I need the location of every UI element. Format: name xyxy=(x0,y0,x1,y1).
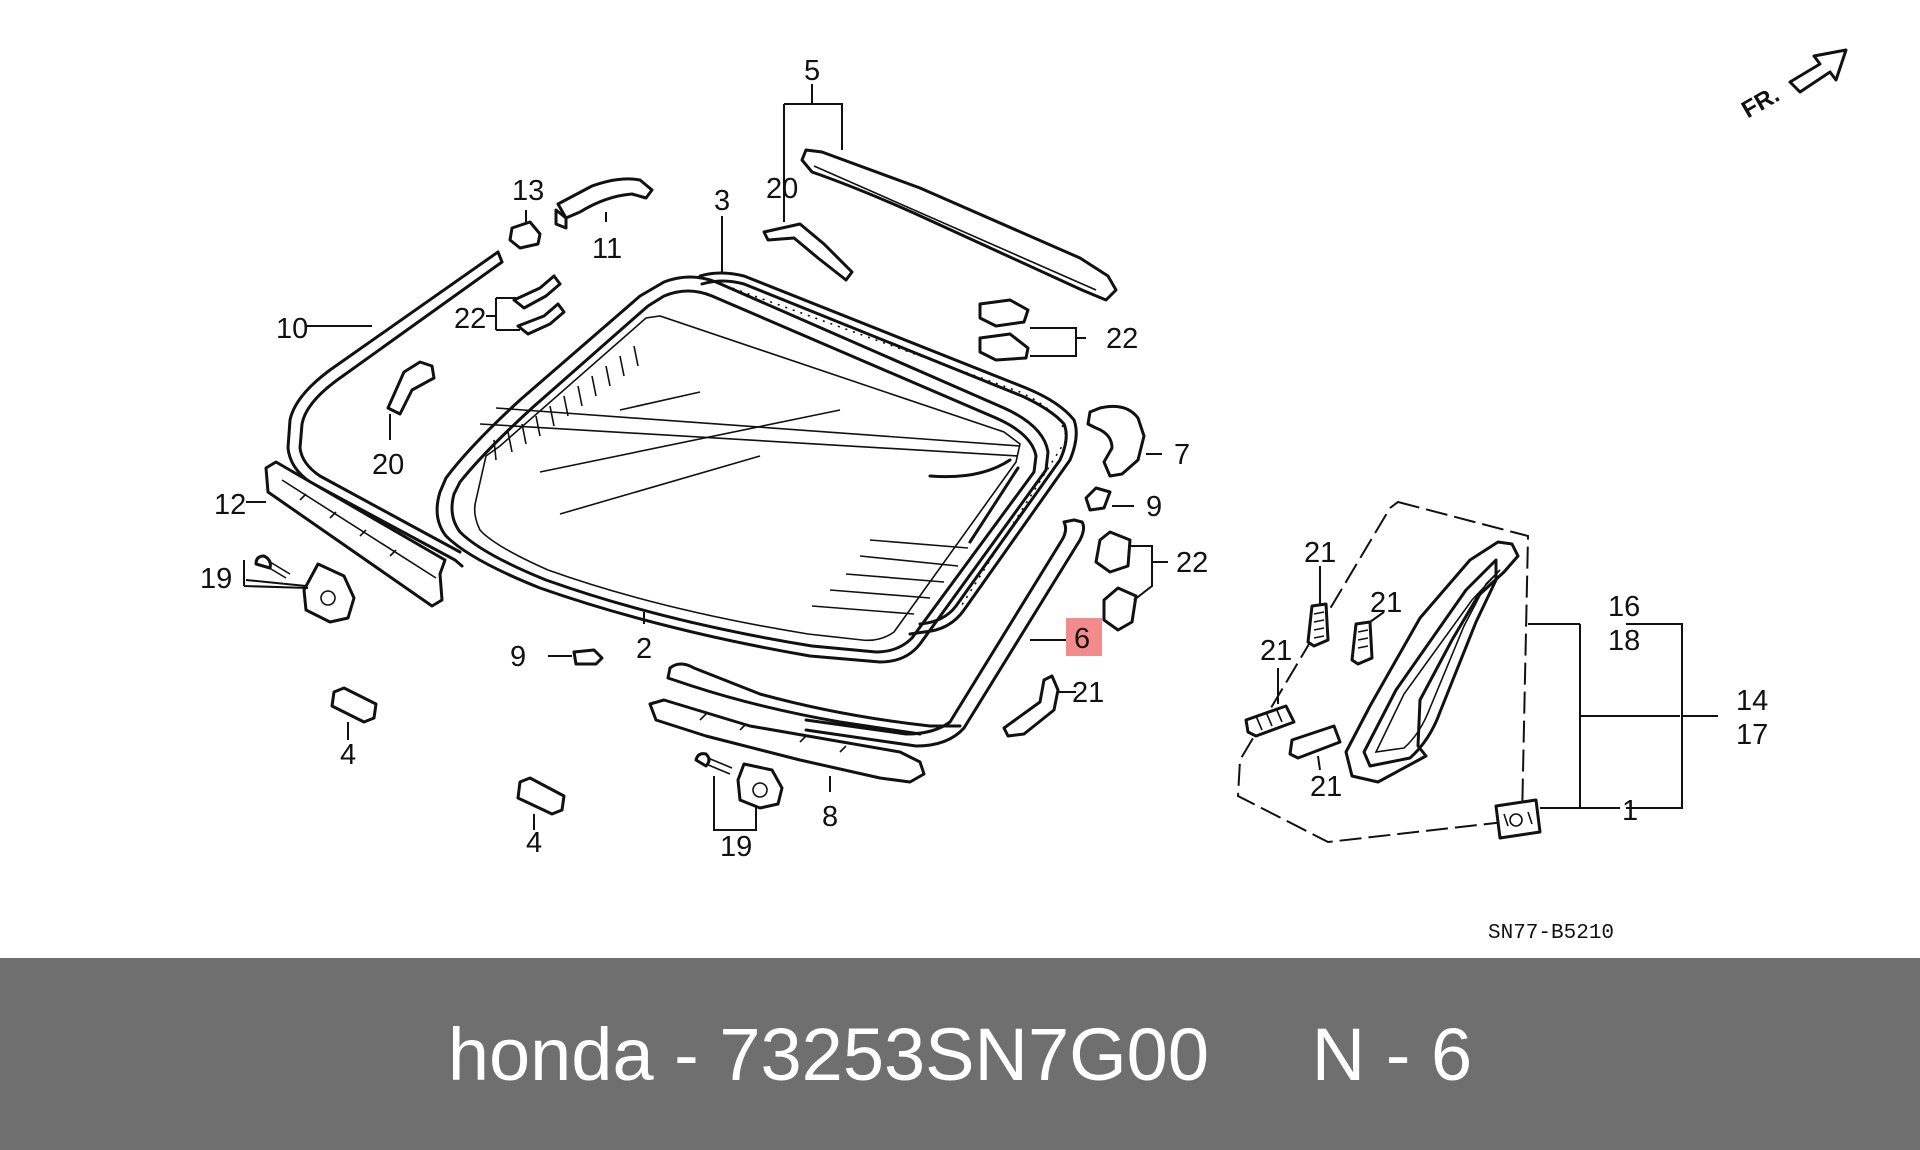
part-16-18-quarter-glass xyxy=(1344,540,1520,784)
callout-22-right: 22 xyxy=(1176,547,1208,579)
callout-11: 10 xyxy=(276,313,308,345)
part-19-right-fasteners xyxy=(694,752,784,810)
callout-17: 17 xyxy=(1736,719,1768,751)
callout-9: 9 xyxy=(1146,491,1162,523)
part-9-clip xyxy=(1084,486,1112,512)
callout-3: 3 xyxy=(714,185,730,217)
part-12-corner-cover xyxy=(554,177,654,230)
part-footer-banner: honda - 73253SN7G00 N - 6 xyxy=(0,958,1920,1150)
part-8-weatherstrip xyxy=(648,698,926,784)
callout-20-left: 20 xyxy=(372,449,404,481)
part-13-weatherstrip xyxy=(264,460,447,608)
callout-15: 14 xyxy=(1736,685,1768,717)
callout-22-upper-right: 22 xyxy=(1106,323,1138,355)
part-5-upper-moulding xyxy=(800,148,1118,302)
part-19-left-fasteners xyxy=(254,554,356,624)
footer-gap xyxy=(1209,1012,1312,1097)
callout-12: 11 xyxy=(592,233,622,265)
callout-19-right: 19 xyxy=(720,831,752,863)
direction-label: FR. xyxy=(1737,81,1784,124)
callout-13: 12 xyxy=(214,489,246,521)
diagram-code: SN77-B5210 xyxy=(1488,922,1614,945)
part-1-label-sticker xyxy=(1494,798,1542,840)
callout-22-upper-left: 22 xyxy=(454,303,486,335)
part-2-rear-windshield xyxy=(435,275,1050,664)
callout-16: 16 xyxy=(1608,591,1640,623)
part-10-clip xyxy=(572,648,604,666)
callout-7: 7 xyxy=(1174,439,1190,471)
callout-21-d: 21 xyxy=(1310,771,1342,803)
callout-labels: 5 20 3 13 11 10 22 20 12 19 4 9 2 4 19 8… xyxy=(200,55,1768,945)
callout-4-left: 4 xyxy=(340,739,356,771)
part-22-upper-left-clips xyxy=(512,274,566,336)
callout-10: 9 xyxy=(510,641,526,673)
quarter-window-frame xyxy=(1236,500,1530,844)
callout-6: 6 xyxy=(1074,623,1090,655)
callout-18: 18 xyxy=(1608,625,1640,657)
brand-name: honda xyxy=(447,1012,654,1096)
part-7-corner-cover xyxy=(1086,404,1146,478)
part-22-upper-right-clips xyxy=(978,298,1030,362)
callout-21-a: 21 xyxy=(1304,537,1336,569)
brand-separator: - xyxy=(653,1012,720,1096)
callout-2: 2 xyxy=(636,633,652,665)
part-4-spacers xyxy=(330,686,566,816)
part-8-lower-moulding xyxy=(666,662,962,736)
part-20-right-bracket xyxy=(1002,674,1060,738)
part-22-right-clips xyxy=(1094,530,1138,632)
callout-20-right: 21 xyxy=(1072,677,1104,709)
part-21-spacers xyxy=(1244,602,1374,760)
part-20-top-bracket xyxy=(762,222,854,282)
position-text: N - 6 xyxy=(1311,1012,1473,1096)
callout-1: 1 xyxy=(1622,795,1638,827)
callout-4-right: 4 xyxy=(526,827,542,859)
parts-diagram: FR. xyxy=(200,48,1848,945)
callout-21-b: 21 xyxy=(1370,587,1402,619)
part-number: 73253SN7G00 xyxy=(719,1012,1209,1096)
callout-14: 13 xyxy=(512,175,544,207)
leader-lines xyxy=(243,84,1718,831)
front-direction-indicator: FR. xyxy=(1737,48,1848,124)
part-14-clip xyxy=(508,220,542,250)
callout-21-c: 21 xyxy=(1260,635,1292,667)
callout-8: 8 xyxy=(822,801,838,833)
callout-20-top: 20 xyxy=(766,173,798,205)
callout-6-highlight xyxy=(1066,618,1102,656)
part-20-left-bracket xyxy=(386,360,436,416)
callout-19-left: 19 xyxy=(200,563,232,595)
callout-5: 5 xyxy=(804,55,820,87)
part-3-dam-rubber xyxy=(698,271,1078,636)
